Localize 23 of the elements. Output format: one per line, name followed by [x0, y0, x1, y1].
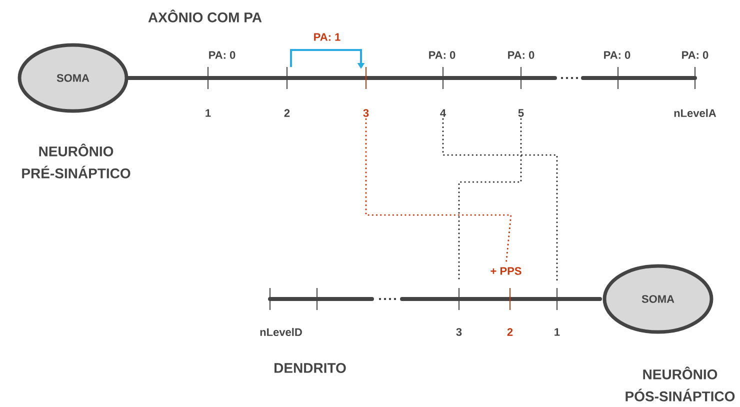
tick-number: 3: [456, 328, 462, 336]
tick-number: 4: [440, 109, 446, 117]
signal-label: PA: 1: [314, 33, 340, 41]
section-label: DENDRITO: [274, 363, 346, 373]
signal-label: + PPS: [490, 267, 522, 275]
signal-label: PA: 0: [682, 51, 708, 59]
connector-line: [458, 118, 522, 282]
title: AXÔNIO COM PA: [148, 10, 262, 22]
tick-number: 1: [554, 328, 560, 336]
neuron-caption: NEURÔNIO PRÉ-SINÁPTICO: [22, 144, 130, 178]
neuron-caption: NEURÔNIO PÓS-SINÁPTICO: [626, 366, 735, 402]
signal-label: PA: 0: [604, 51, 630, 59]
tick-number: 2: [507, 328, 513, 336]
signal-label: PA: 0: [508, 51, 534, 59]
signal-label: PA: 0: [429, 51, 456, 59]
tick-number: 5: [518, 109, 524, 117]
connector-line: [442, 118, 558, 282]
level-label: nLevelD: [260, 328, 302, 336]
tick-number: 3: [363, 109, 369, 117]
level-label: nLevelA: [674, 108, 716, 118]
signal-label: PA: 0: [209, 51, 236, 59]
tick-number: 2: [284, 109, 290, 117]
tick-number: 1: [206, 109, 211, 117]
